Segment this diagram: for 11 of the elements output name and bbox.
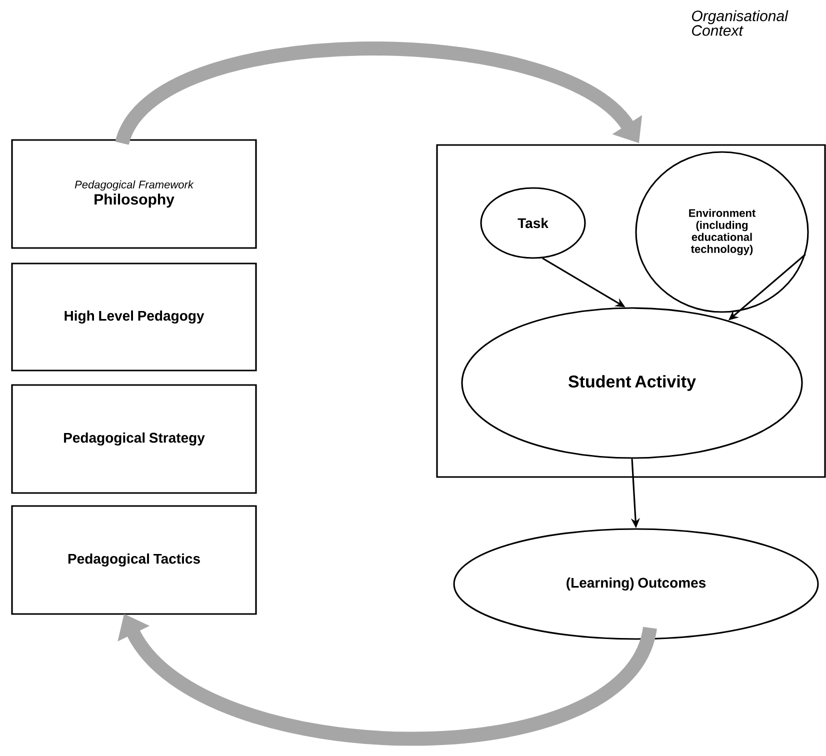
framework-box: Pedagogical Tactics <box>11 505 257 615</box>
framework-box: Pedagogical Framework Philosophy <box>11 139 257 249</box>
ellipse-node: Environment (including educational technology) <box>635 151 809 313</box>
context-box <box>436 144 826 478</box>
ellipse-node: Task <box>480 187 586 259</box>
context-label: Organisational Context <box>692 10 788 36</box>
curved-block-arrow <box>116 42 642 146</box>
framework-box: Pedagogical Strategy <box>11 384 257 494</box>
ellipse-node: (Learning) Outcomes <box>453 528 819 640</box>
ellipse-node: Student Activity <box>461 307 803 459</box>
framework-box: High Level Pedagogy <box>11 262 257 372</box>
